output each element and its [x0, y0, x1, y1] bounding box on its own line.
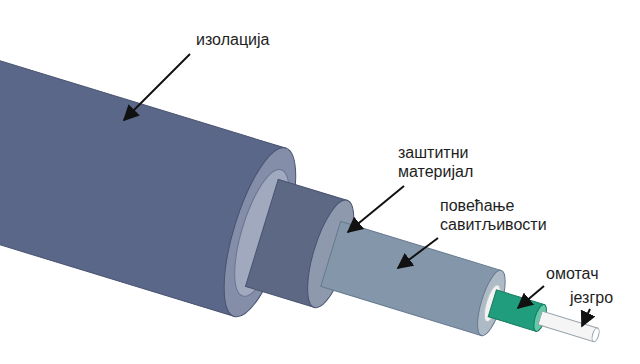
core-face [591, 327, 601, 342]
flex-layer-body [321, 221, 502, 335]
core-body [538, 311, 598, 341]
leader-arrow [582, 309, 590, 326]
part-label: језгро [570, 288, 613, 307]
part-label: изолација [196, 30, 269, 49]
part-label: заштитни материјал [398, 143, 510, 181]
fiber-cable [0, 57, 624, 364]
leader-arrow [398, 238, 438, 268]
leader-arrow [348, 186, 404, 232]
leader-arrow [124, 54, 190, 120]
part-label: омотач [546, 264, 598, 283]
leader-arrows [124, 54, 590, 326]
part-label: повећање савитљивости [440, 196, 580, 234]
leader-arrow [518, 286, 544, 308]
